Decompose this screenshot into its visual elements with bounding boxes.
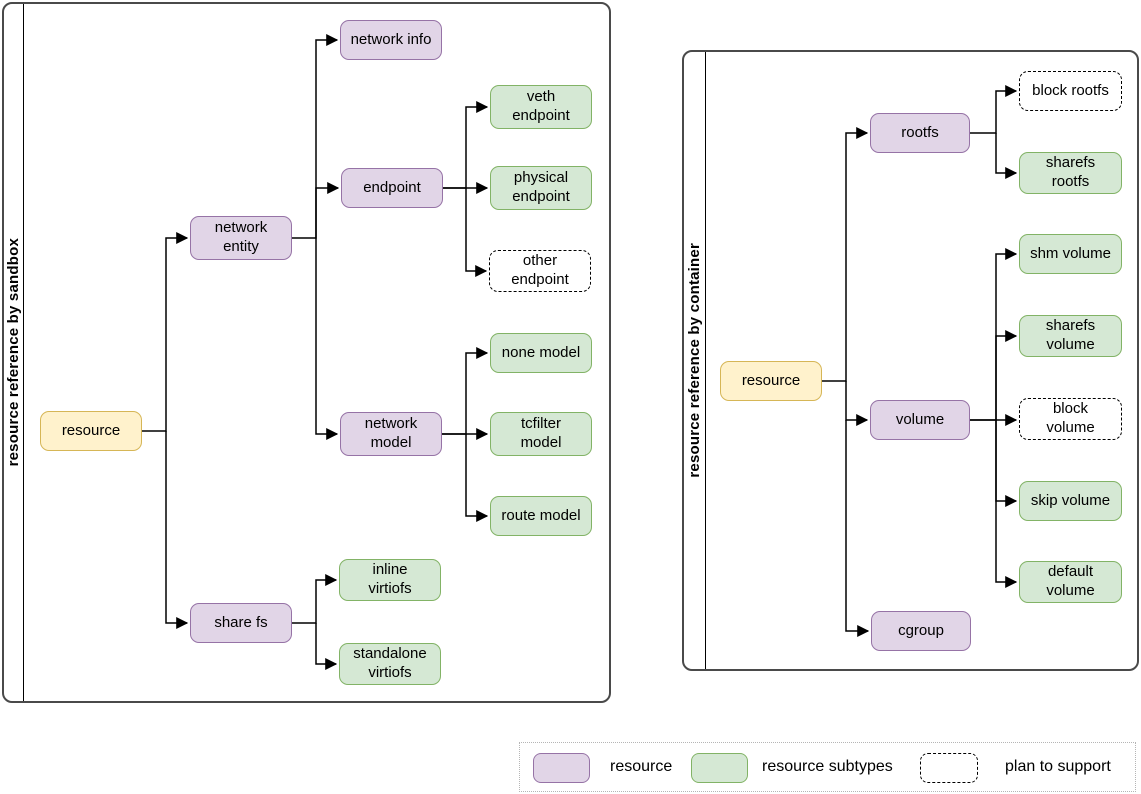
node-network-model: network model <box>340 412 442 456</box>
legend-resource-swatch <box>533 753 590 783</box>
node-sharefs-volume: sharefs volume <box>1019 315 1122 357</box>
node-network-info: network info <box>340 20 442 60</box>
node-standalone-virtiofs: standalone virtiofs <box>339 643 441 685</box>
legend: resource resource subtypes plan to suppo… <box>519 742 1136 792</box>
node-rootfs: rootfs <box>870 113 970 153</box>
node-physical-endpoint: physical endpoint <box>490 166 592 210</box>
legend-subtype-label: resource subtypes <box>762 758 893 775</box>
legend-planned-swatch <box>920 753 978 783</box>
panel-container-title-strip: resource reference by container <box>684 52 706 669</box>
node-sharefs-rootfs: sharefs rootfs <box>1019 152 1122 194</box>
legend-subtype-swatch <box>691 753 748 783</box>
legend-resource-label: resource <box>610 758 673 775</box>
node-none-model: none model <box>490 333 592 373</box>
node-block-volume: block volume <box>1019 398 1122 440</box>
node-inline-virtiofs: inline virtiofs <box>339 559 441 601</box>
node-route-model: route model <box>490 496 592 536</box>
node-veth-endpoint: veth endpoint <box>490 85 592 129</box>
node-skip-volume: skip volume <box>1019 481 1122 521</box>
panel-sandbox-title-strip: resource reference by sandbox <box>4 4 24 701</box>
panel-container-title: resource reference by container <box>686 243 703 478</box>
node-other-endpoint: other endpoint <box>489 250 591 292</box>
node-volume: volume <box>870 400 970 440</box>
node-tcfilter-model: tcfilter model <box>490 412 592 456</box>
node-block-rootfs: block rootfs <box>1019 71 1122 111</box>
node-shm-volume: shm volume <box>1019 234 1122 274</box>
node-network-entity: network entity <box>190 216 292 260</box>
panel-sandbox-title: resource reference by sandbox <box>5 238 22 467</box>
node-sandbox-resource: resource <box>40 411 142 451</box>
node-cgroup: cgroup <box>871 611 971 651</box>
node-endpoint: endpoint <box>341 168 443 208</box>
node-default-volume: default volume <box>1019 561 1122 603</box>
legend-planned-label: plan to support <box>1005 758 1111 775</box>
node-container-resource: resource <box>720 361 822 401</box>
node-share-fs: share fs <box>190 603 292 643</box>
